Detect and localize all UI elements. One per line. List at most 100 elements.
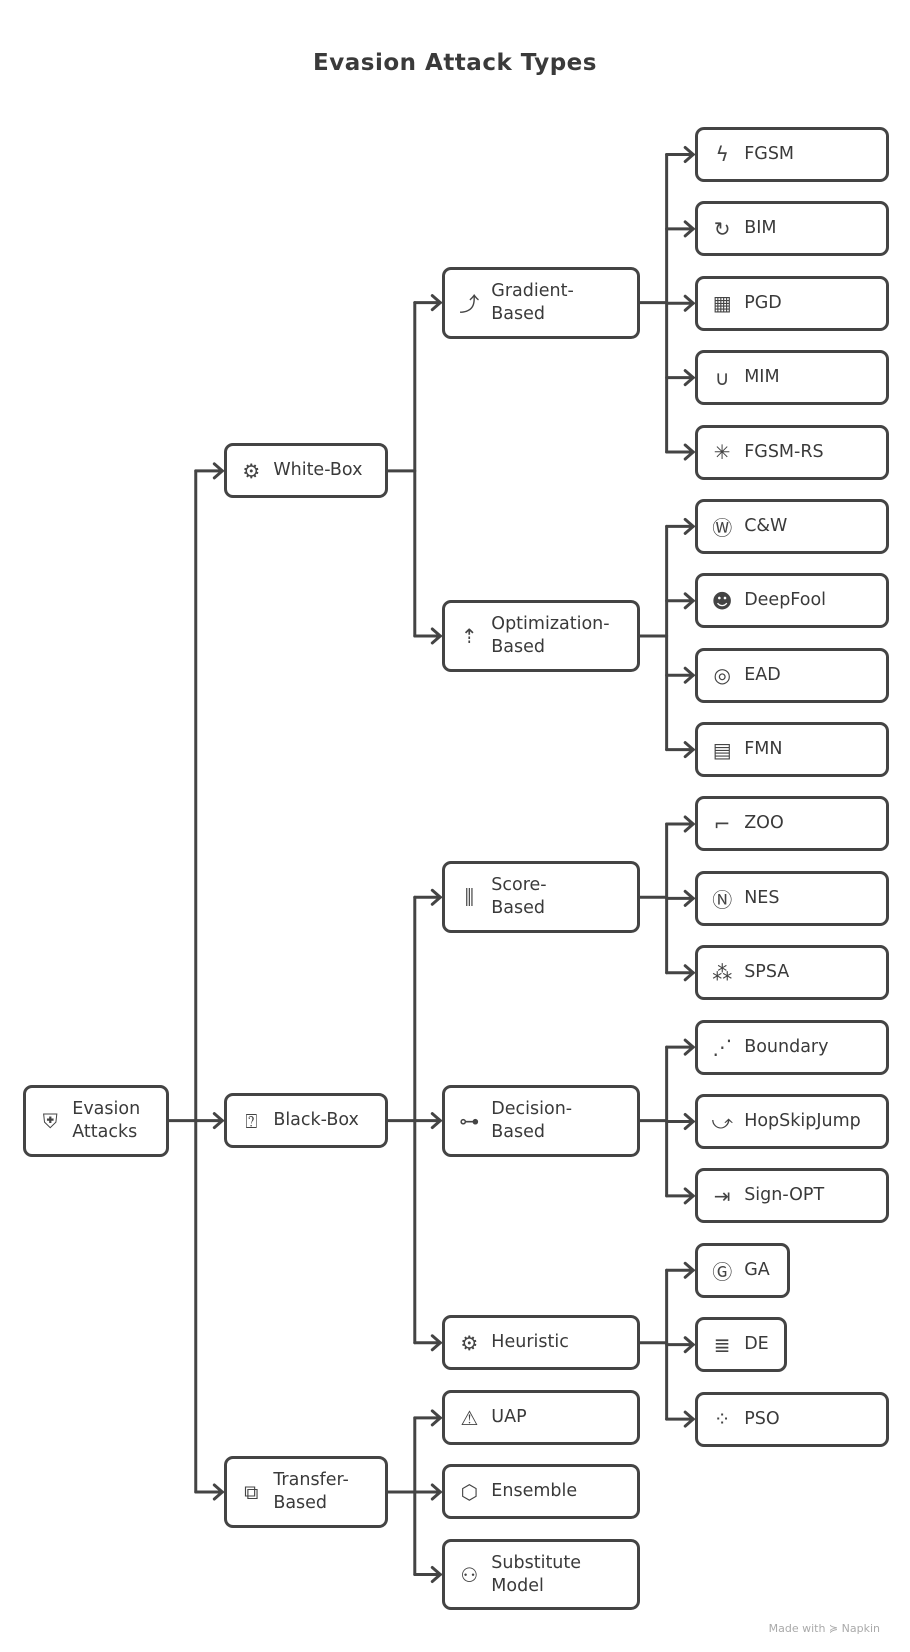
node-label: ZOO: [744, 812, 784, 835]
fool-face-icon: ☻: [711, 588, 733, 613]
node-label-line: Based: [491, 636, 546, 657]
pipe-icon: ⌐: [713, 811, 731, 836]
arrowhead: [683, 741, 696, 759]
target-icon: ◎: [713, 663, 731, 688]
arrowhead: [212, 1112, 225, 1130]
node-label-line: Gradient-: [491, 280, 574, 301]
arrowhead: [683, 517, 696, 535]
arrowhead: [683, 592, 696, 610]
arrowhead: [430, 888, 443, 906]
arrowhead: [683, 1336, 696, 1354]
optimize-icon: ⇡: [460, 623, 478, 648]
node-label: Boundary: [744, 1036, 828, 1059]
node-label-line: Score-: [491, 875, 547, 896]
arrowhead: [430, 1409, 443, 1427]
node-mim: ∪ MIM: [695, 350, 889, 406]
node-decision: ⊶Decision-Based: [442, 1084, 641, 1157]
arrowhead: [430, 1334, 443, 1352]
node-label-line: Model: [491, 1575, 544, 1596]
gear-bulb-icon: ⚙: [460, 1330, 479, 1355]
node-pso: ⁘PSO: [695, 1391, 889, 1447]
node-label-line: ZOO: [744, 813, 784, 834]
node-label: FGSM: [744, 143, 794, 166]
node-label-line: PSO: [744, 1408, 780, 1429]
arrowhead: [212, 1483, 225, 1501]
node-fmn: ▤FMN: [695, 722, 889, 778]
node-label-line: FMN: [744, 739, 783, 760]
warning-image-icon: ⚠: [460, 1405, 479, 1430]
magnet-icon: ∪: [714, 365, 730, 390]
coins-icon: ≣: [713, 1332, 731, 1357]
node-label: Gradient-Based: [491, 280, 573, 326]
node-whitebox: ⚙ White-Box: [224, 443, 389, 499]
book-gear-icon: ⚙: [242, 458, 261, 483]
person-swap-icon: ⚇: [460, 1562, 479, 1587]
node-label-line: Based: [491, 1121, 546, 1142]
decision-tree-icon: ⊶: [459, 1108, 480, 1133]
node-label-line: NES: [744, 887, 780, 908]
node-zoo: ⌐ ZOO: [695, 796, 889, 852]
node-gradient: ⤴Gradient-Based: [442, 266, 641, 339]
node-label-line: UAP: [491, 1407, 527, 1428]
node-label-line: Boundary: [744, 1036, 829, 1057]
node-label: FMN: [744, 738, 782, 761]
particles-icon: ⁂: [712, 960, 733, 985]
node-label: Black-Box: [273, 1109, 359, 1132]
node-label-line: MIM: [744, 367, 780, 388]
node-label-line: DeepFool: [744, 590, 827, 611]
node-label-line: GA: [744, 1259, 770, 1280]
node-bim: ↻BIM: [695, 201, 889, 257]
arrowhead: [683, 294, 696, 312]
sign-out-icon: ⇥: [713, 1183, 731, 1208]
arrowhead: [430, 627, 443, 645]
node-label: DeepFool: [744, 589, 826, 612]
n-circle-icon: Ⓝ: [712, 887, 733, 912]
ga-box-icon: Ⓖ: [712, 1259, 733, 1284]
node-label-line: Transfer-: [273, 1469, 349, 1490]
node-label-line: Based: [491, 303, 546, 324]
arrowhead: [430, 1483, 443, 1501]
node-label-line: PGD: [744, 292, 782, 313]
arrowhead: [683, 815, 696, 833]
node-label: SPSA: [744, 961, 789, 984]
node-label-line: SPSA: [744, 962, 790, 983]
node-signopt: ⇥ Sign-OPT: [695, 1168, 889, 1224]
node-label-line: C&W: [744, 515, 788, 536]
node-deepfool: ☻ DeepFool: [695, 573, 889, 629]
arrowhead: [683, 1038, 696, 1056]
node-label-line: White-Box: [273, 460, 363, 481]
node-label-line: Ensemble: [491, 1481, 578, 1502]
node-transfer: ⧉Transfer-Based: [224, 1456, 389, 1528]
node-blackbox: ⍰ Black-Box: [224, 1093, 389, 1149]
node-label-line: Heuristic: [491, 1332, 569, 1353]
node-label-line: Evasion: [72, 1098, 141, 1119]
node-label: HopSkipJump: [744, 1110, 861, 1133]
arrowhead: [683, 964, 696, 982]
node-label-line: Based: [491, 898, 546, 919]
arrowhead: [683, 443, 696, 461]
node-boundary: ⋰Boundary: [695, 1019, 889, 1075]
node-label: FGSM-RS: [744, 441, 823, 464]
arrowhead: [683, 666, 696, 684]
node-spsa: ⁂ SPSA: [695, 945, 889, 1001]
arrowhead: [683, 369, 696, 387]
iterate-icon: ↻: [713, 216, 731, 241]
node-label-line: Substitute: [491, 1552, 582, 1573]
node-label: EAD: [744, 664, 781, 687]
node-label: White-Box: [273, 459, 362, 482]
node-label: Transfer-Based: [273, 1469, 349, 1515]
box-question-icon: ⍰: [245, 1108, 258, 1133]
node-hsj: ⤻HopSkipJump: [695, 1094, 889, 1150]
node-de: ≣DE: [695, 1317, 788, 1373]
node-uap: ⚠ UAP: [442, 1390, 641, 1446]
arrowhead: [683, 1187, 696, 1205]
arrowhead: [430, 294, 443, 312]
node-label: Sign-OPT: [744, 1184, 824, 1207]
node-label-line: Based: [273, 1492, 328, 1513]
node-label-line: Sign-OPT: [744, 1185, 825, 1206]
